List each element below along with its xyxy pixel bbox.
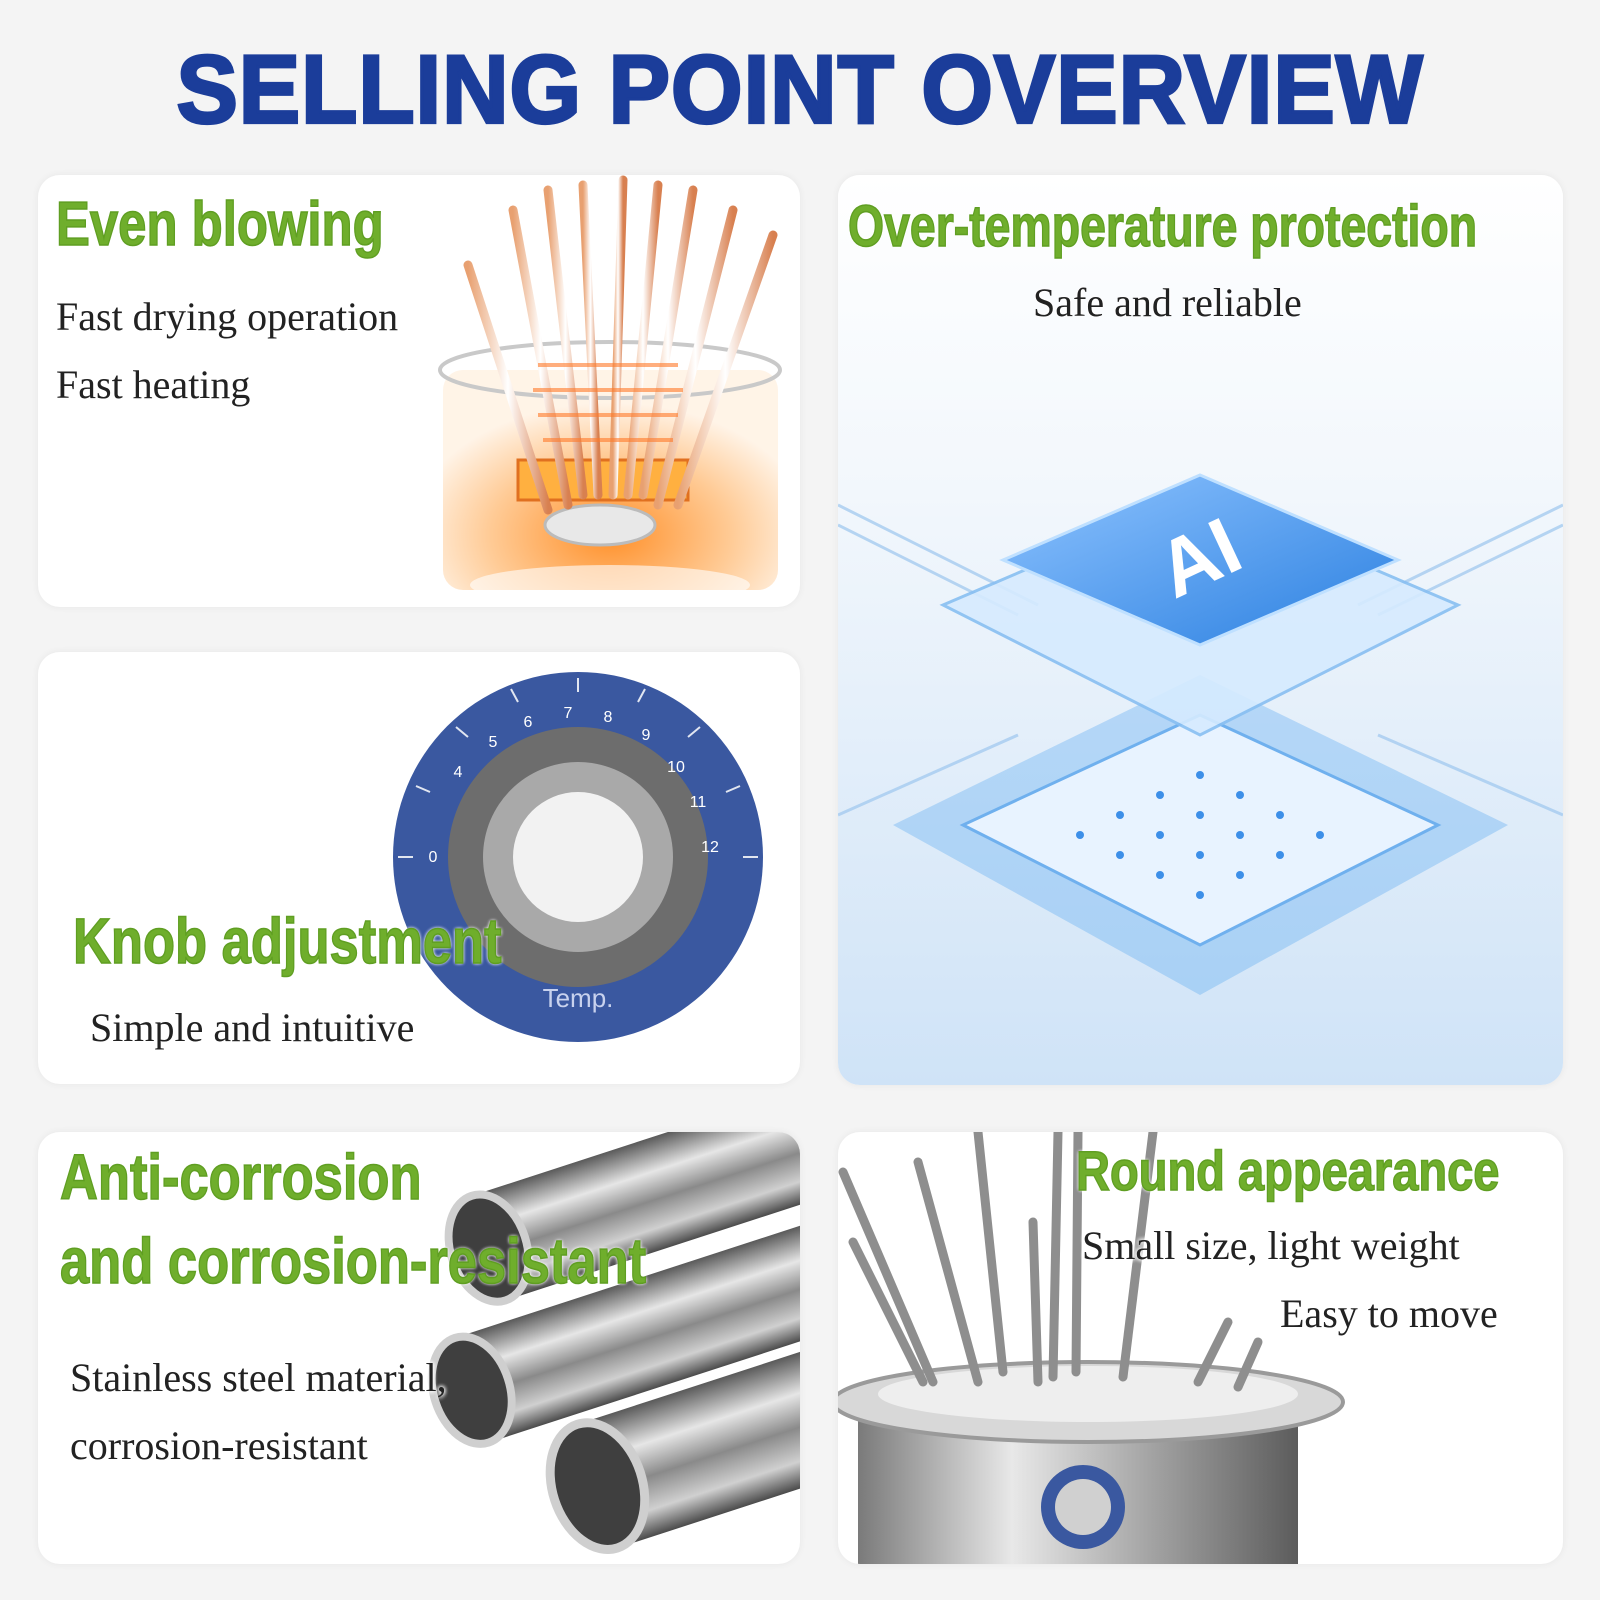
- heading-anti-corrosion-line-1: Anti-corrosion: [59, 1140, 422, 1214]
- dial-number-7: 7: [564, 705, 573, 722]
- card-over-temperature: AI Over-temperature protection Safe and …: [838, 175, 1563, 1085]
- dial-number-12: 12: [701, 839, 719, 856]
- card-even-blowing: Even blowing Fast drying operation Fast …: [38, 175, 800, 607]
- card-knob-adjustment: 0 4 5 6 7 8 9 10 11 12 Temp. Knob adjust…: [38, 652, 800, 1084]
- feature-line-2: corrosion-resistant: [70, 1423, 368, 1468]
- dial-label: Temp.: [543, 983, 614, 1013]
- dial-number-10: 10: [667, 759, 685, 776]
- heading-over-temperature: Over-temperature protection: [847, 193, 1478, 260]
- card-round-appearance: Round appearance Small size, light weigh…: [838, 1132, 1563, 1564]
- dryer-product-illustration: [838, 1132, 1345, 1564]
- ai-chip-illustration: AI: [838, 175, 1563, 1085]
- heading-knob-adjustment: Knob adjustment: [72, 904, 502, 978]
- steel-tubes-illustration: [427, 1132, 800, 1554]
- heading-anti-corrosion-line-2: and corrosion-resistant: [59, 1224, 647, 1298]
- temperature-dial-illustration: 0 4 5 6 7 8 9 10 11 12 Temp.: [383, 662, 773, 1052]
- heading-even-blowing: Even blowing: [55, 189, 384, 260]
- dryer-heating-illustration: [438, 175, 782, 605]
- dial-number-11: 11: [690, 794, 707, 811]
- page-title: SELLING POINT OVERVIEW: [175, 35, 1424, 145]
- dial-number-0: 0: [429, 849, 438, 866]
- dial-number-5: 5: [489, 734, 498, 751]
- dial-number-8: 8: [604, 709, 613, 726]
- feature-line-2: Easy to move: [1280, 1291, 1498, 1336]
- feature-line-1: Fast drying operation: [56, 294, 399, 339]
- feature-line-1: Safe and reliable: [1033, 280, 1302, 325]
- feature-line-1: Simple and intuitive: [90, 1005, 415, 1050]
- heading-round-appearance: Round appearance: [1075, 1138, 1500, 1203]
- dial-number-6: 6: [524, 714, 533, 731]
- card-anti-corrosion: Anti-corrosion and corrosion-resistant S…: [38, 1132, 800, 1564]
- dial-number-4: 4: [454, 764, 463, 781]
- feature-line-1: Small size, light weight: [1082, 1223, 1460, 1268]
- feature-line-1: Stainless steel material,: [70, 1355, 447, 1400]
- dial-number-9: 9: [642, 727, 651, 744]
- feature-line-2: Fast heating: [56, 362, 251, 407]
